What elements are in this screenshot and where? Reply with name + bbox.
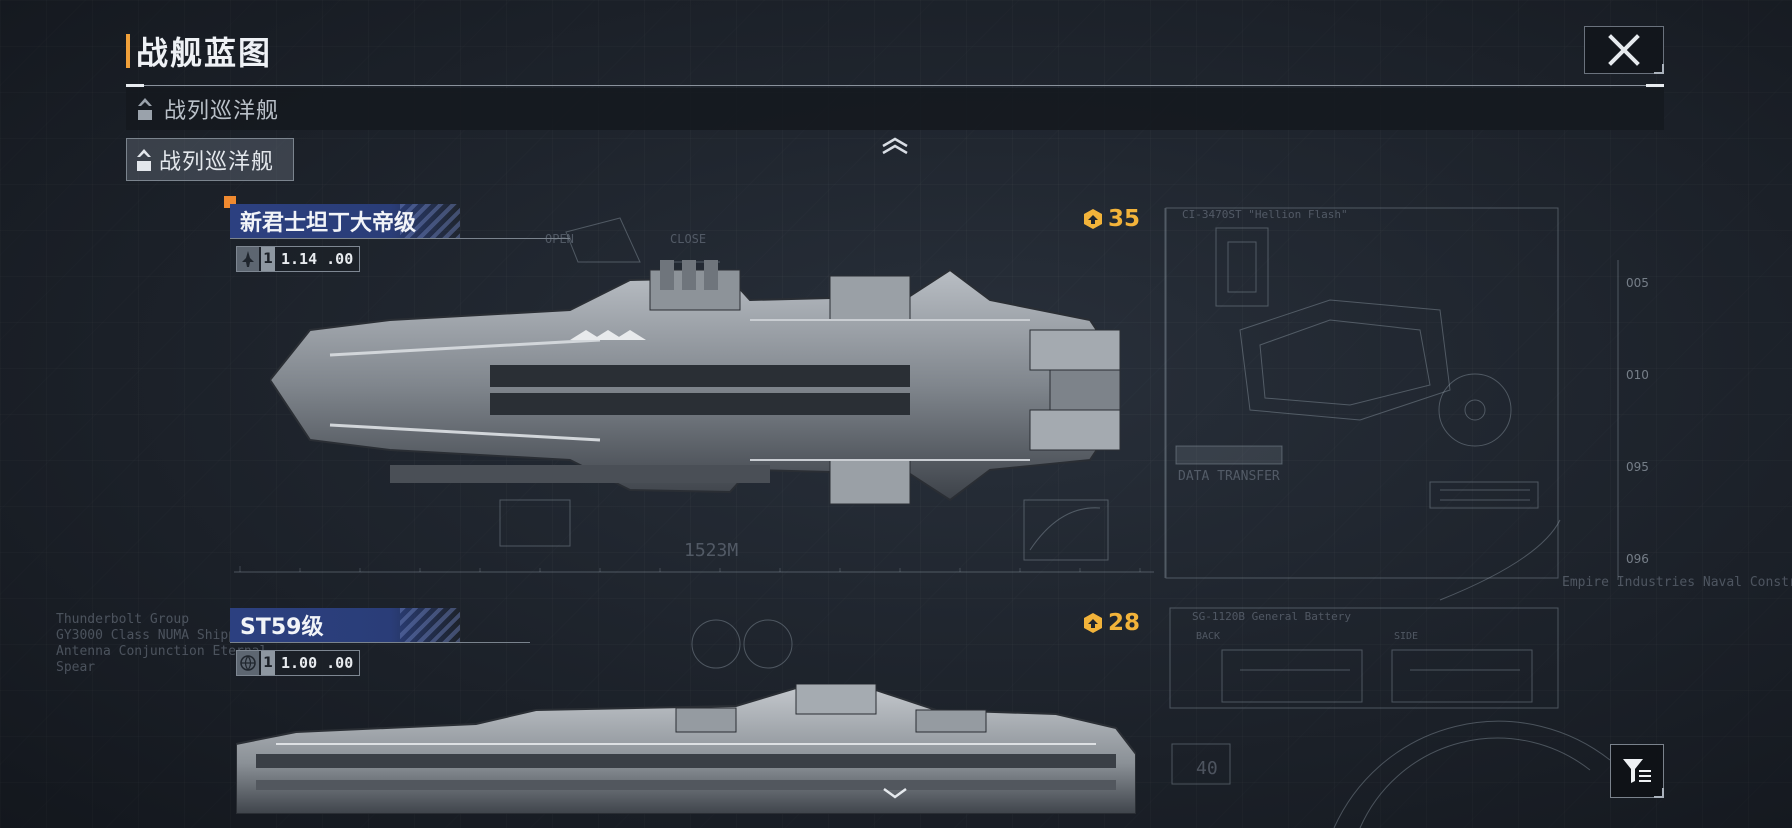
label-gauge-value: 40 — [1196, 758, 1218, 779]
card-underline — [230, 238, 570, 239]
ship-stat-badge: 1 1.00 .00 — [236, 650, 361, 676]
page-title: 战舰蓝图 — [126, 28, 272, 74]
ship-name: 新君士坦丁大帝级 — [240, 211, 417, 236]
rank-chevron-icon — [135, 147, 153, 173]
command-point-icon — [1083, 209, 1102, 229]
chevron-up-icon — [882, 137, 908, 155]
label-back: BACK — [1196, 631, 1221, 642]
label-side: SIDE — [1394, 631, 1419, 642]
ship-count: 1 — [261, 651, 275, 675]
ship-name-banner: 新君士坦丁大帝级 — [230, 204, 460, 238]
label-industries: Empire Industries Naval Construction — [1562, 575, 1792, 590]
ship-cost-value: 28 — [1107, 610, 1140, 636]
label-turret-model: CI-3470ST "Hellion Flash" — [1182, 208, 1348, 221]
globe-icon — [237, 651, 259, 675]
ship-name: ST59级 — [240, 615, 324, 640]
card-underline — [230, 642, 530, 643]
ship-card[interactable]: 新君士坦丁大帝级 1 1.14 .00 35 — [224, 196, 1150, 580]
banner-stripes — [400, 608, 460, 642]
ship-name-banner: ST59级 — [230, 608, 460, 642]
ship-count: 1 — [261, 247, 275, 271]
filter-button[interactable] — [1610, 744, 1664, 798]
title-accent-bar — [126, 34, 130, 68]
category-current-label: 战列巡洋舰 — [164, 99, 280, 124]
scale-tick-1: 005 — [1626, 276, 1649, 290]
filter-icon — [1623, 759, 1651, 783]
scale-tick-2: 010 — [1626, 368, 1649, 382]
ship-cost-value: 35 — [1107, 206, 1140, 232]
rank-chevron-icon — [136, 96, 154, 122]
page-title-text: 战舰蓝图 — [136, 34, 273, 72]
command-point-icon — [1083, 613, 1102, 633]
header-divider — [126, 84, 1664, 87]
ship-ratio: 1.00 .00 — [281, 654, 354, 672]
ship-card[interactable]: ST59级 1 1.00 .00 28 — [230, 604, 1150, 818]
ship-ratio: 1.14 .00 — [281, 250, 354, 268]
label-open: OPEN — [545, 232, 574, 246]
category-option-label: 战列巡洋舰 — [159, 149, 275, 175]
close-icon — [1608, 34, 1640, 66]
ship-cost: 28 — [1082, 610, 1140, 636]
label-close: CLOSE — [670, 232, 707, 246]
close-button[interactable] — [1584, 26, 1664, 74]
expand-button[interactable] — [880, 782, 910, 804]
chevron-down-icon — [883, 787, 907, 799]
label-data-transfer: DATA TRANSFER — [1178, 469, 1280, 484]
category-dropdown[interactable]: 战列巡洋舰 — [126, 88, 1664, 130]
banner-stripes — [400, 204, 460, 238]
scale-tick-4: 096 — [1626, 552, 1649, 566]
ship-length-label: 1523M — [684, 540, 739, 561]
scale-tick-3: 095 — [1626, 460, 1649, 474]
category-option-battlecruiser[interactable]: 战列巡洋舰 — [126, 138, 294, 181]
ship-cost: 35 — [1082, 206, 1140, 232]
fighter-icon — [237, 247, 259, 271]
ship-image — [236, 684, 1136, 814]
collapse-button[interactable] — [880, 136, 910, 156]
label-battery-model: SG-1120B General Battery — [1192, 610, 1351, 623]
ship-stat-badge: 1 1.14 .00 — [236, 246, 361, 272]
ship-image — [270, 260, 1121, 505]
